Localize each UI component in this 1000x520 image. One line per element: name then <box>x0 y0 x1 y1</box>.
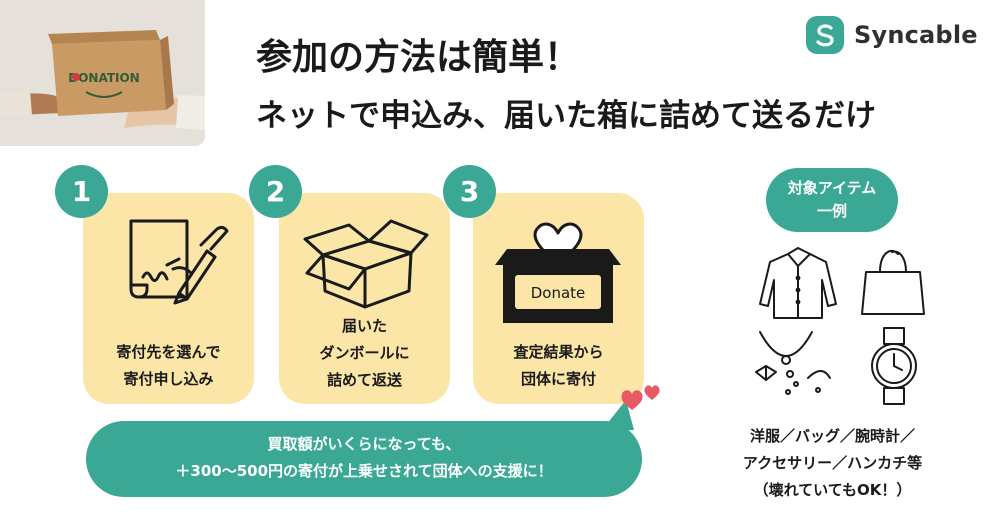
donation-photo: DONATION <box>0 0 205 146</box>
syncable-logo-icon <box>806 16 844 54</box>
page-subtitle: ネットで申込み、届いた箱に詰めて送るだけ <box>256 98 876 134</box>
donate-label-text: Donate <box>531 284 586 302</box>
step-1-badge: 1 <box>55 165 108 218</box>
bubble-line-2: ＋300〜500円の寄付が上乗せされて団体への支援に！ <box>175 462 553 480</box>
donation-box-icon: Donate <box>495 222 621 323</box>
step-1-label-line-2: 寄付申し込み <box>123 370 214 388</box>
step-3-label-line-2: 団体に寄付 <box>520 370 596 388</box>
step-2-label: 届いた ダンボールに 詰めて返送 <box>279 313 450 394</box>
step-2-badge: 2 <box>249 165 302 218</box>
step-card-1: 寄付先を選んで 寄付申し込み <box>83 193 254 404</box>
step-card-3: Donate 査定結果から 団体に寄付 <box>473 193 644 404</box>
step-2-label-line-3: 詰めて返送 <box>326 371 402 389</box>
donation-photo-illustration: DONATION <box>0 0 205 146</box>
shirt-icon <box>759 247 837 319</box>
step-3-badge: 3 <box>443 165 496 218</box>
target-items-pill-line-2: 一例 <box>816 202 847 220</box>
step-1-label-line-1: 寄付先を選んで <box>116 343 221 361</box>
signing-document-icon <box>129 219 229 305</box>
target-items-illustration <box>755 247 925 405</box>
target-items-caption: 洋服／バッグ／腕時計／ アクセサリー／ハンカチ等 （壊れていてもOK！） <box>720 423 945 504</box>
wristwatch-icon <box>871 327 917 405</box>
cardboard-box-icon <box>303 219 429 309</box>
hearts-icon <box>621 385 660 410</box>
target-items-pill: 対象アイテム 一例 <box>766 168 898 232</box>
logo-text: Syncable <box>854 21 978 49</box>
page-title: 参加の方法は簡単！ <box>256 37 581 78</box>
donation-bonus-bubble: 買取額がいくらになっても、 ＋300〜500円の寄付が上乗せされて団体への支援に… <box>86 421 642 497</box>
step-2-label-line-1: 届いた <box>341 317 387 335</box>
step-3-label-line-1: 査定結果から <box>513 343 604 361</box>
shopping-bag-icon <box>861 249 925 315</box>
step-2-label-line-2: ダンボールに <box>319 344 410 362</box>
target-items-caption-line-2: アクセサリー／ハンカチ等 <box>742 454 923 472</box>
step-1-label: 寄付先を選んで 寄付申し込み <box>83 339 254 393</box>
target-items-pill-line-1: 対象アイテム <box>787 179 877 197</box>
step-3-label: 査定結果から 団体に寄付 <box>473 339 644 393</box>
box-label-text: DONATION <box>68 71 139 85</box>
target-items-caption-line-3: （壊れていてもOK！） <box>753 481 912 499</box>
syncable-logo[interactable]: Syncable <box>806 16 978 54</box>
accessories-icon <box>755 331 831 395</box>
target-items-caption-line-1: 洋服／バッグ／腕時計／ <box>749 427 915 445</box>
bubble-line-1: 買取額がいくらになっても、 <box>267 435 461 453</box>
step-card-2: 届いた ダンボールに 詰めて返送 <box>279 193 450 404</box>
